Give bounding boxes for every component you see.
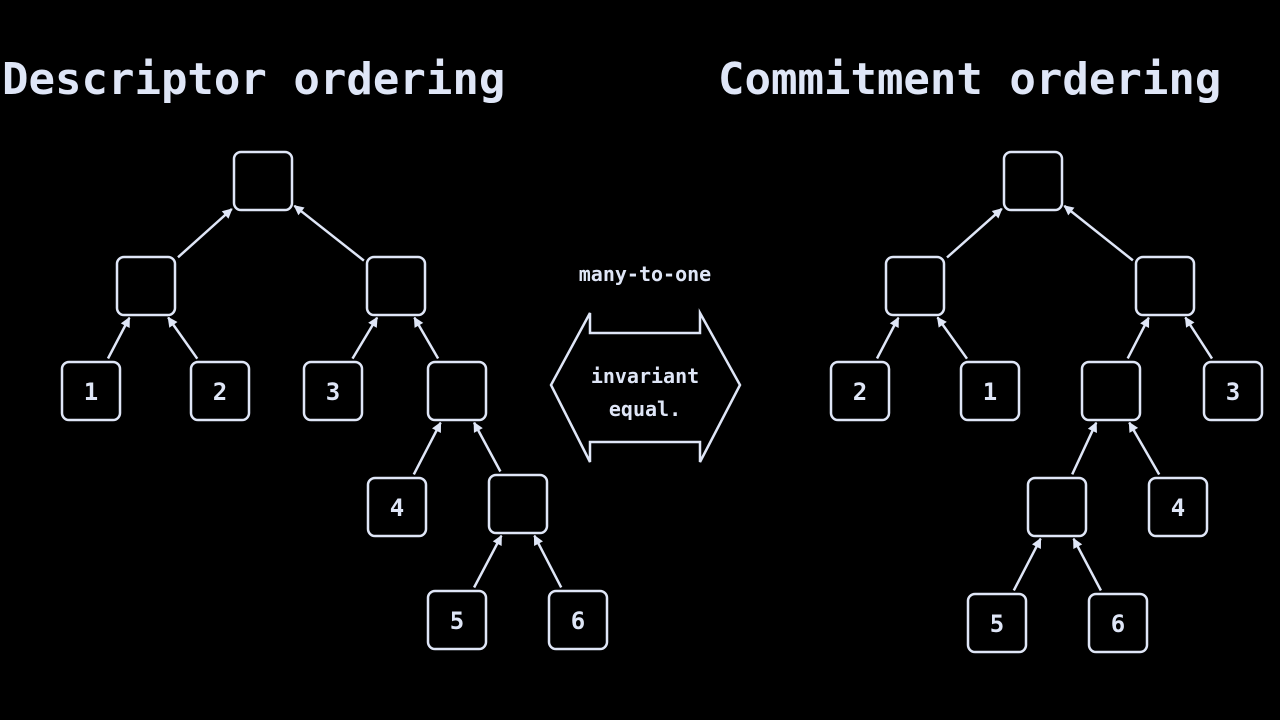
node-label: 2 — [213, 378, 227, 406]
node-box — [829, 360, 891, 422]
inner-node-R-c — [1080, 360, 1142, 422]
edge-L-4-to-L-c — [412, 421, 442, 475]
edge-L-b-to-L-root — [293, 204, 365, 262]
node-box — [426, 360, 488, 422]
node-label: 1 — [84, 378, 98, 406]
leaf-node-left-6: 6 — [547, 589, 609, 651]
edge-L-d-to-L-c — [472, 421, 502, 473]
inner-node-L-d — [487, 473, 549, 535]
node-box — [487, 473, 549, 535]
node-box — [959, 360, 1021, 422]
edge-R-3-to-R-b — [1184, 316, 1214, 360]
edge-R-d-to-R-c — [1071, 421, 1098, 475]
leaf-node-right-3: 3 — [1202, 360, 1264, 422]
many-to-one-label: many-to-one — [579, 262, 711, 286]
node-box — [1080, 360, 1142, 422]
node-box — [1134, 255, 1196, 317]
leaf-node-left-3: 3 — [302, 360, 364, 422]
node-box — [60, 360, 122, 422]
node-label: 5 — [450, 607, 464, 635]
leaf-node-left-4: 4 — [366, 476, 428, 538]
edge-R-c-to-R-b — [1126, 316, 1150, 359]
node-box — [232, 150, 294, 212]
inner-node-L-root — [232, 150, 294, 212]
leaf-node-right-2: 2 — [829, 360, 891, 422]
inner-node-R-d — [1026, 476, 1088, 538]
edge-R-5-to-R-d — [1012, 537, 1042, 591]
node-box — [426, 589, 488, 651]
edge-R-6-to-R-d — [1072, 537, 1103, 592]
edge-R-2-to-R-a — [875, 316, 900, 360]
leaf-node-right-1: 1 — [959, 360, 1021, 422]
node-label: 6 — [571, 607, 585, 635]
node-label: 1 — [983, 378, 997, 406]
invariant-label: invariant — [591, 364, 699, 388]
edge-R-4-to-R-c — [1128, 421, 1161, 476]
edge-L-2-to-L-a — [167, 316, 199, 360]
title-commitment-ordering: Commitment ordering — [718, 54, 1222, 105]
node-label: 4 — [390, 494, 404, 522]
edge-R-1-to-R-a — [936, 316, 969, 360]
title-descriptor-ordering: Descriptor ordering — [2, 54, 506, 105]
node-label: 4 — [1171, 494, 1185, 522]
node-box — [1147, 476, 1209, 538]
leaf-node-right-4: 4 — [1147, 476, 1209, 538]
node-box — [366, 476, 428, 538]
equal-label: equal. — [609, 397, 681, 421]
edge-L-1-to-L-a — [106, 316, 131, 360]
edge-L-3-to-L-b — [351, 316, 379, 360]
leaf-node-left-1: 1 — [60, 360, 122, 422]
node-box — [1202, 360, 1264, 422]
edge-L-a-to-L-root — [177, 208, 233, 259]
node-label: 6 — [1111, 610, 1125, 638]
node-label: 2 — [853, 378, 867, 406]
node-box — [1087, 592, 1149, 654]
edge-R-b-to-R-root — [1063, 204, 1134, 262]
edge-L-c-to-L-b — [413, 316, 440, 360]
inner-node-L-b — [365, 255, 427, 317]
tree-nodes: 1 2 3 4 5 6 2 1 3 4 5 6 — [60, 150, 1264, 654]
node-box — [302, 360, 364, 422]
inner-node-L-c — [426, 360, 488, 422]
tree-edges — [106, 204, 1214, 592]
node-box — [966, 592, 1028, 654]
node-box — [1002, 150, 1064, 212]
inner-node-L-a — [115, 255, 177, 317]
node-box — [1026, 476, 1088, 538]
leaf-node-right-5: 5 — [966, 592, 1028, 654]
inner-node-R-b — [1134, 255, 1196, 317]
edge-R-a-to-R-root — [946, 207, 1003, 259]
edge-L-6-to-L-d — [533, 534, 563, 588]
node-box — [884, 255, 946, 317]
edge-L-5-to-L-d — [472, 534, 503, 589]
inner-node-R-a — [884, 255, 946, 317]
node-box — [365, 255, 427, 317]
leaf-node-left-2: 2 — [189, 360, 251, 422]
leaf-node-right-6: 6 — [1087, 592, 1149, 654]
double-headed-arrow-icon — [549, 308, 742, 463]
node-box — [115, 255, 177, 317]
node-label: 3 — [326, 378, 340, 406]
leaf-node-left-5: 5 — [426, 589, 488, 651]
node-box — [189, 360, 251, 422]
node-label: 5 — [990, 610, 1004, 638]
inner-node-R-root — [1002, 150, 1064, 212]
node-label: 3 — [1226, 378, 1240, 406]
node-box — [547, 589, 609, 651]
